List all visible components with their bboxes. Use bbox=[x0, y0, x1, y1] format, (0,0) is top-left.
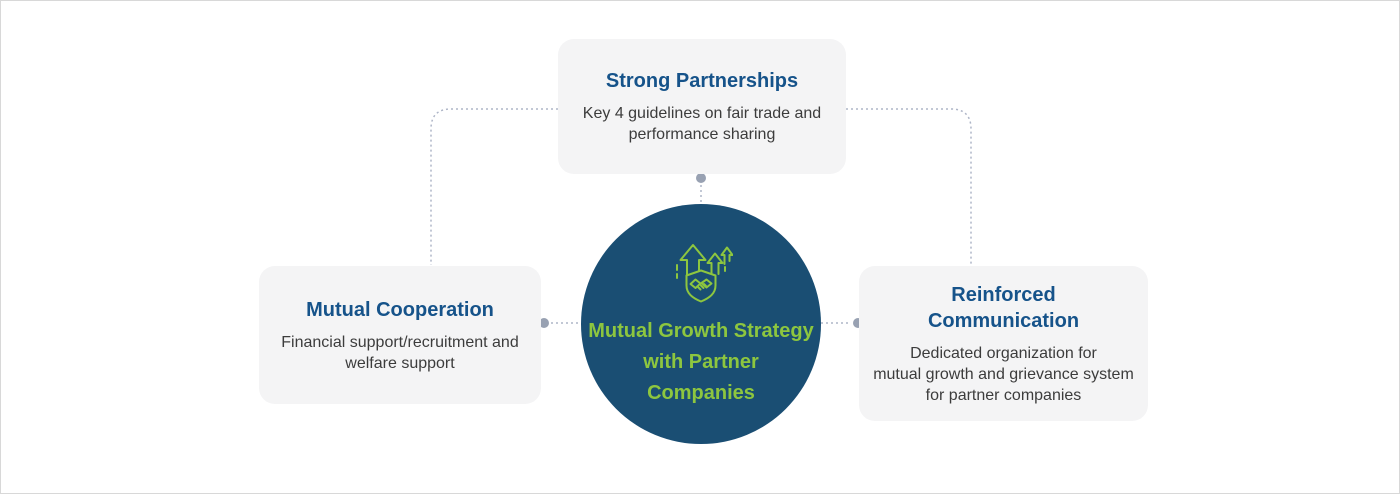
center-strategy-label: Mutual Growth Strategy with Partner Comp… bbox=[588, 319, 814, 404]
connector-top-to-right bbox=[846, 108, 972, 265]
card-reinforced-communication: Reinforced Communication Dedicated organ… bbox=[859, 266, 1148, 421]
connector-top-to-left bbox=[430, 108, 558, 265]
card-title: Strong Partnerships bbox=[605, 70, 799, 92]
card-description: Key 4 guidelines on fair trade and perfo… bbox=[582, 105, 822, 143]
card-title: Reinforced Communication bbox=[927, 283, 1080, 332]
connector-dot-top bbox=[696, 173, 706, 183]
card-description: Financial support/recruitment and welfar… bbox=[281, 333, 519, 372]
card-strong-partnerships: Strong Partnerships Key 4 guidelines on … bbox=[558, 39, 846, 174]
card-description: Dedicated organization for mutual growth… bbox=[873, 344, 1134, 404]
center-strategy-circle: Mutual Growth Strategy with Partner Comp… bbox=[581, 204, 821, 444]
growth-arrows-handshake-shield-icon bbox=[676, 243, 733, 302]
card-mutual-cooperation: Mutual Cooperation Financial support/rec… bbox=[259, 266, 541, 404]
card-title: Mutual Cooperation bbox=[306, 298, 494, 321]
